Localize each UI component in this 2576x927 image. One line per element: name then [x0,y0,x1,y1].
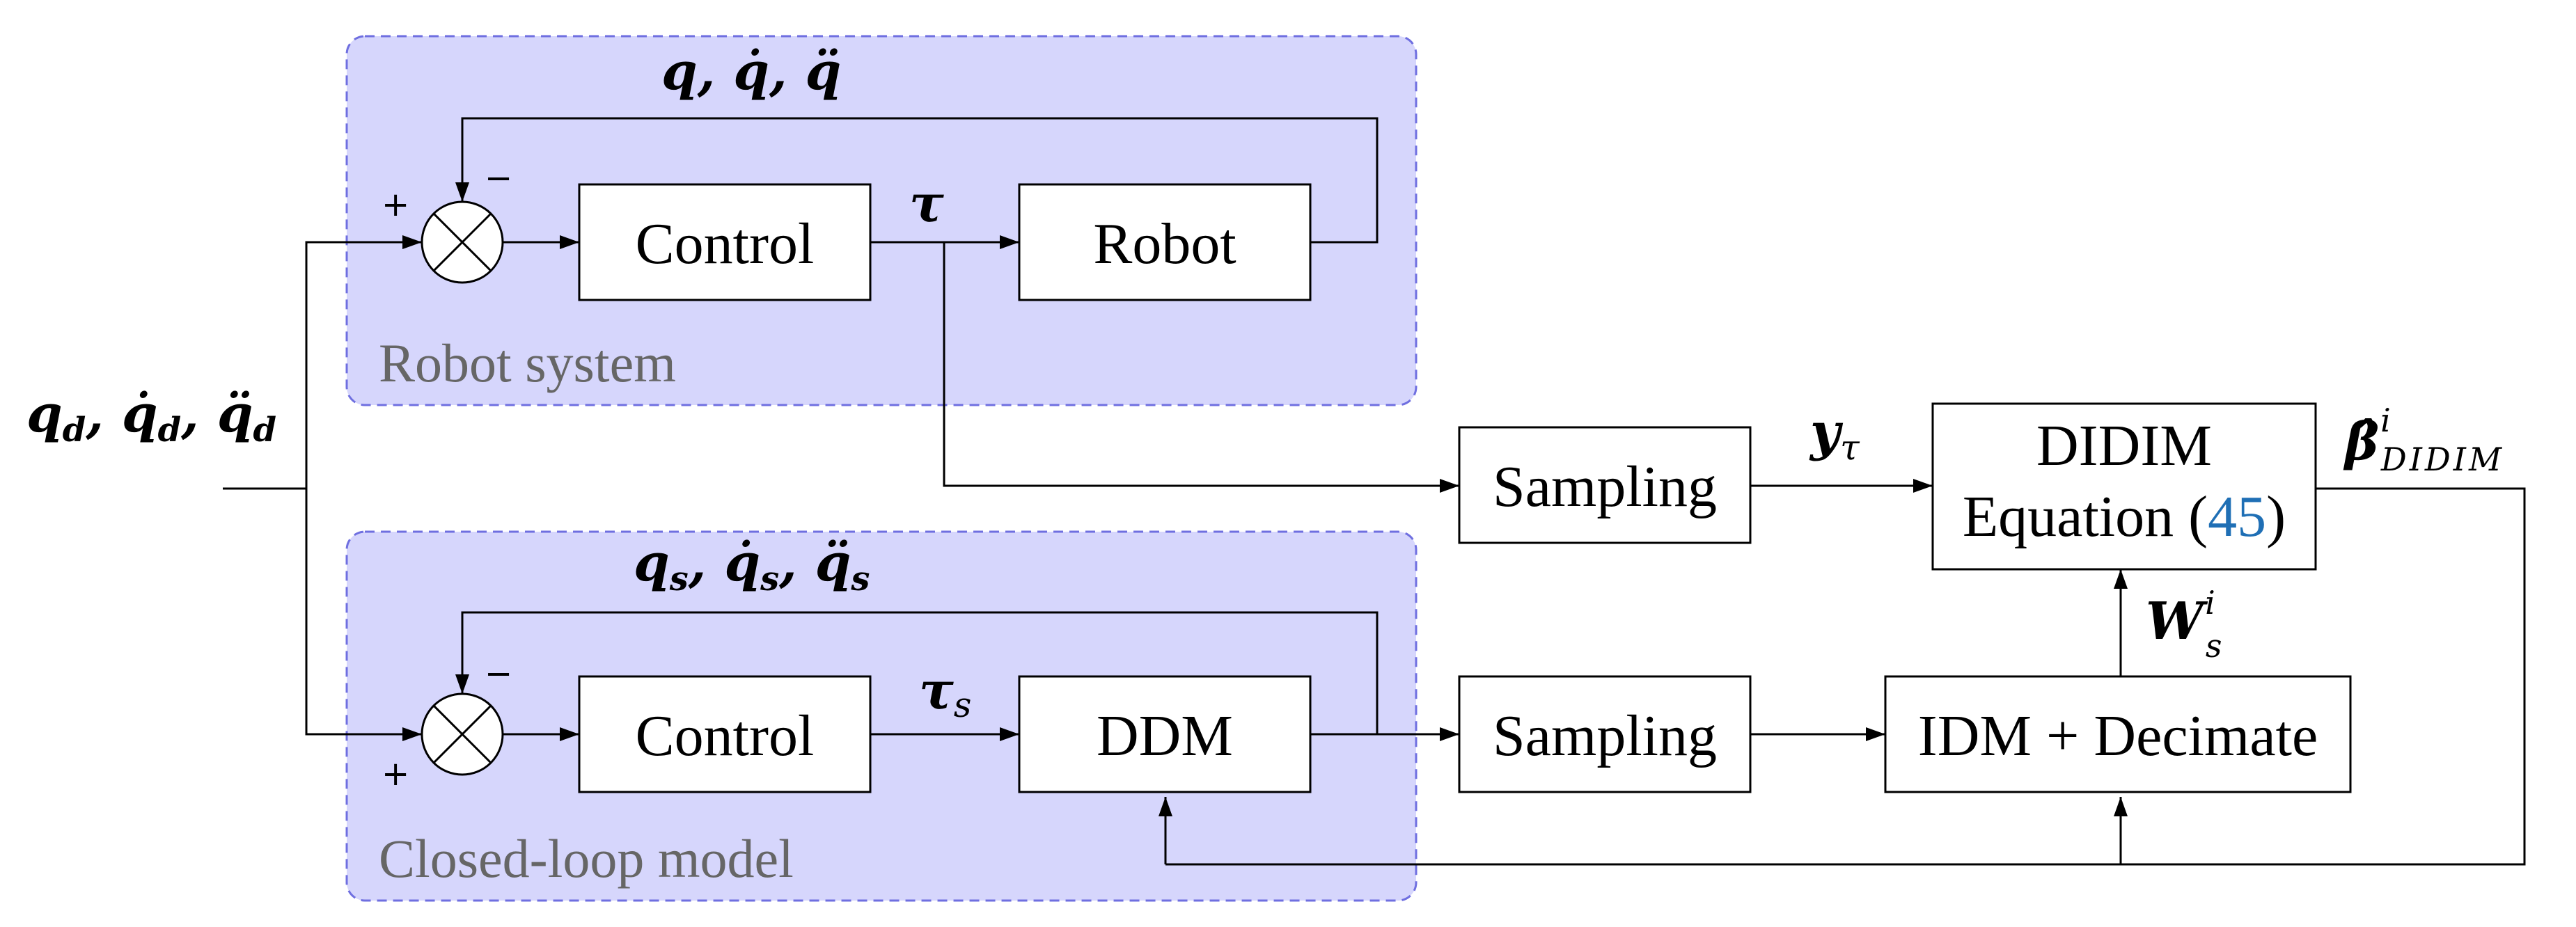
input-branch-bottom [305,489,422,741]
tau-to-sampling-wire [943,242,1459,493]
svg-text:Control: Control [636,704,815,768]
control-block-bottom: Control [578,675,872,793]
feedback-bottom-label: qs, q̇s, q̈s [634,533,870,599]
tau-s-label: τs [919,661,971,725]
feedback-top-label: q, q̇, q̈ [661,42,841,102]
y-tau-label: yτ [1809,402,1860,468]
robot-system-group: Robot system [345,35,1417,406]
feedback-top-wire [455,117,1379,244]
robot-block: Robot [1018,183,1312,301]
svg-text:IDM + Decimate: IDM + Decimate [1918,704,2318,768]
closed-loop-model-label: Closed-loop model [379,828,794,889]
didim-equation-block: DIDIM Equation (45) [1931,402,2317,571]
input-signal-label: qd, q̇d, q̈d [26,384,276,450]
idm-decimate-block: IDM + Decimate [1884,675,2352,793]
summing-junction-bottom [421,692,504,776]
closed-loop-model-group: Closed-loop model [345,530,1417,902]
svg-text:Sampling: Sampling [1493,454,1717,519]
beta-feedback-wire [1165,487,2526,866]
feedback-bottom-wire [455,611,1379,734]
minus-sign-top: − [485,159,512,198]
didim-title: DIDIM [2036,413,2212,478]
minus-sign-bottom: − [485,654,512,693]
equation-reference-link[interactable]: 45 [2208,484,2266,549]
svg-text:Sampling: Sampling [1493,704,1717,768]
control-block-top: Control [578,183,872,301]
svg-text:DDM: DDM [1097,704,1233,768]
didim-equation-line: Equation (45) [1963,484,2286,549]
input-branch-top [305,235,422,489]
svg-text:Control: Control [636,212,815,276]
plus-sign-top: + [382,185,409,224]
sampling-block-bottom: Sampling [1458,675,1752,793]
plus-sign-bottom: + [382,754,409,793]
svg-text:Robot: Robot [1093,212,1236,276]
ddm-block: DDM [1018,675,1312,793]
robot-system-label: Robot system [379,333,676,393]
tau-label: τ [909,174,944,234]
summing-junction-top [421,200,504,284]
sampling-block-top: Sampling [1458,426,1752,544]
